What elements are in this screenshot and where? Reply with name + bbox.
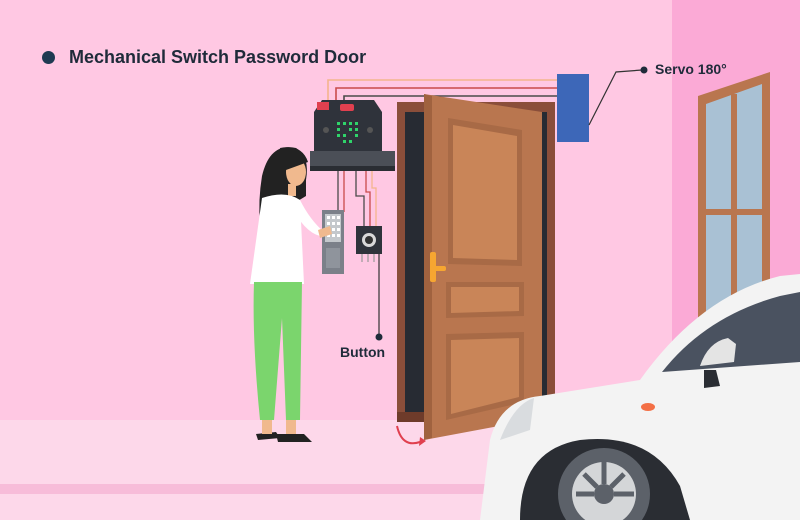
servo-label: Servo 180° [655,61,727,77]
keypad-module [322,210,344,274]
door [424,94,542,440]
module-wires [337,171,377,228]
rotation-arrow-icon [396,425,421,445]
expansion-board-base [310,166,395,171]
servo-motor [557,74,589,142]
door-sill [397,412,425,422]
button-module [356,226,382,262]
bullet-dot [42,51,55,64]
woman-figure [250,147,332,442]
servo-callout-dot [640,66,648,74]
button-label: Button [340,344,386,360]
expansion-board [310,151,395,169]
diagram-title: Mechanical Switch Password Door [69,47,367,67]
servo-callout-line [588,69,643,126]
title-row: Mechanical Switch Password Door [42,47,366,68]
microcontroller-board [314,100,382,152]
button-callout-dot [375,333,383,341]
rotation-arrow-head [419,437,426,446]
car [480,274,800,520]
floor-stripe [0,484,800,494]
door-handle [430,252,446,282]
window [698,72,770,330]
